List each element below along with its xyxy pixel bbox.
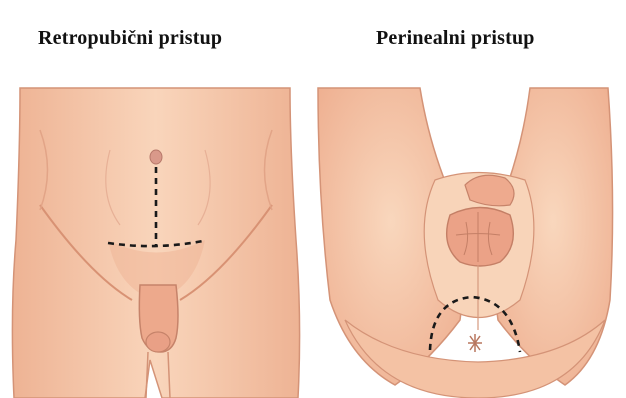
scrotum xyxy=(447,208,514,267)
navel-icon xyxy=(150,150,162,164)
right-perineum-illustration xyxy=(318,88,613,398)
glans xyxy=(146,332,170,352)
penis-top xyxy=(465,175,514,206)
left-torso-illustration xyxy=(12,88,299,398)
anus-icon xyxy=(468,334,482,352)
